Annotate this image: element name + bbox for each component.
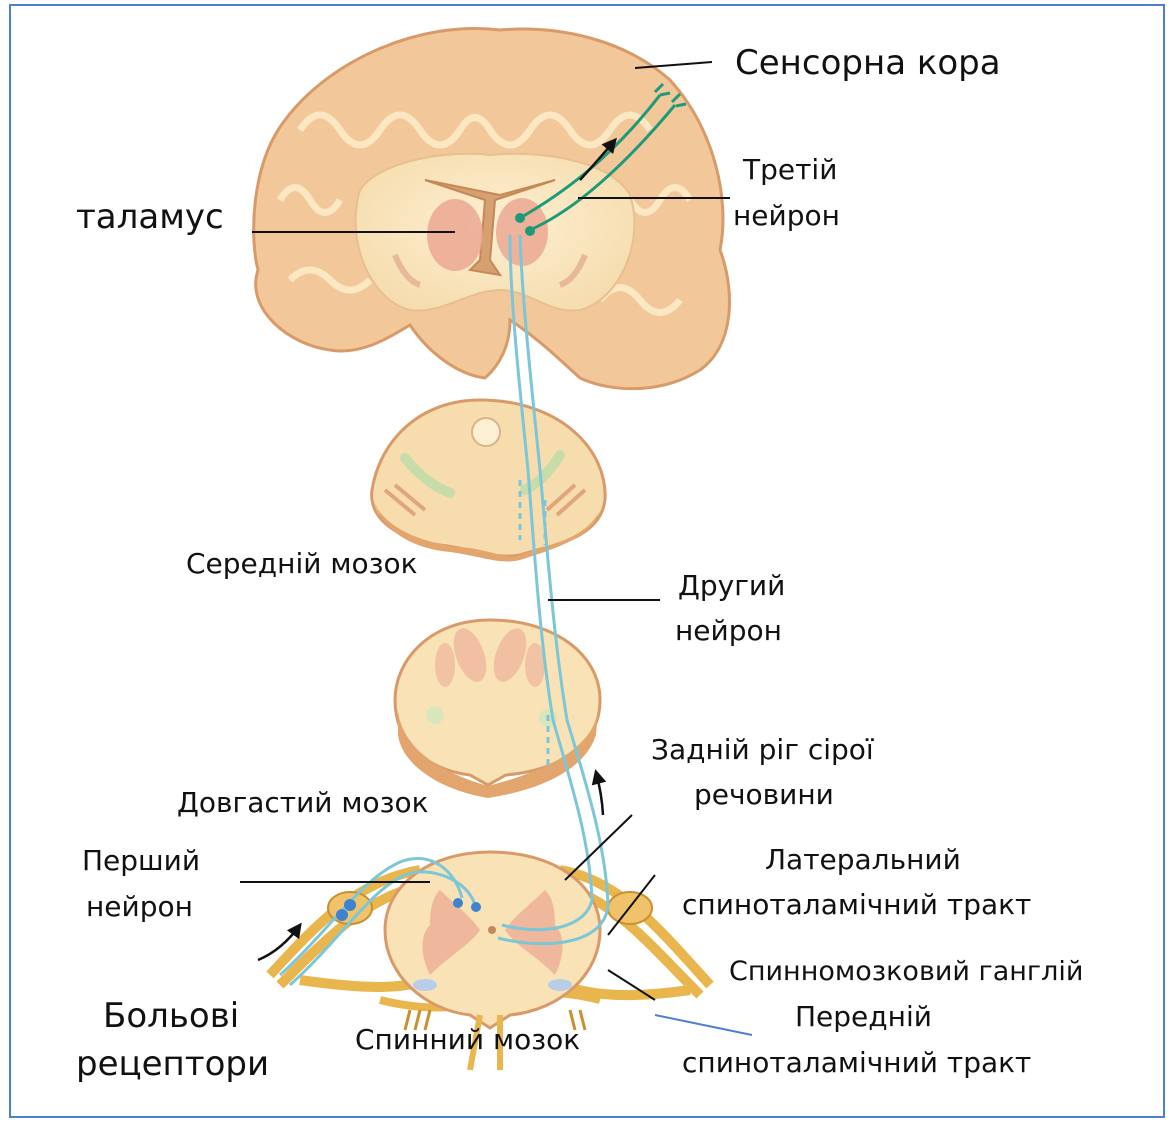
third-neuron-label-line2: нейрон — [733, 198, 840, 233]
third-neuron-label-line1: Третій — [743, 152, 837, 187]
anterior-tract-label-line1: Передній — [795, 999, 932, 1034]
brain-coronal-section — [254, 28, 730, 388]
second-neuron-label-line1: Другий — [678, 568, 785, 603]
second-neuron-label-line2: нейрон — [675, 613, 782, 648]
sensory-cortex-label: Сенсорна кора — [735, 42, 1001, 85]
first-neuron-label-line1: Перший — [82, 843, 200, 878]
midbrain-label: Середній мозок — [186, 546, 418, 581]
up-arrow-icon — [596, 772, 603, 815]
anterior-tract-leader — [655, 1015, 752, 1035]
medulla-label: Довгастий мозок — [177, 785, 429, 820]
dorsal-horn-label-line1: Задній ріг сірої — [651, 732, 874, 767]
thalamus-label: таламус — [76, 196, 224, 239]
spinal-cord-label: Спинний мозок — [355, 1022, 580, 1057]
first-neuron-soma — [336, 909, 348, 921]
lateral-tract-label-line2: спиноталамічний тракт — [682, 887, 1031, 922]
pain-receptors-label-line2: рецептори — [76, 1043, 269, 1086]
lateral-tract-label-line1: Латеральний — [765, 842, 961, 877]
third-neuron-soma — [515, 213, 525, 223]
spinal-ganglion-label: Спинномозковий ганглій — [729, 955, 1083, 989]
anterior-tract-label-line2: спиноталамічний тракт — [682, 1045, 1031, 1080]
thalamus-left — [427, 199, 483, 271]
dorsal-horn-label-line2: речовини — [694, 777, 834, 812]
pain-receptors-label-line1: Больові — [103, 995, 239, 1038]
midbrain-section — [372, 400, 605, 561]
first-neuron-label-line2: нейрон — [86, 889, 193, 924]
